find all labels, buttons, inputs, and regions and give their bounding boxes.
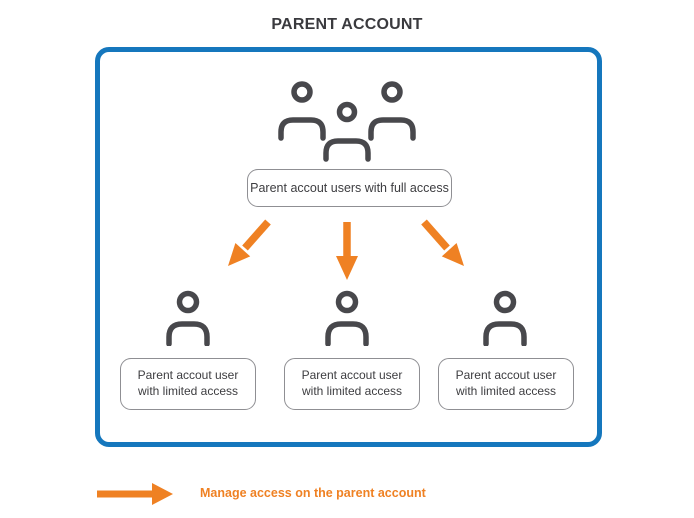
full-access-box: Parent accout users with full access (247, 169, 452, 207)
limited-access-box: Parent accout user with limited access (120, 358, 256, 410)
limited-access-label: Parent accout user with limited access (137, 368, 239, 398)
full-access-label: Parent accout users with full access (250, 180, 449, 195)
user-icon (483, 290, 527, 346)
arrow-down-icon (336, 222, 358, 280)
limited-access-box: Parent accout user with limited access (284, 358, 420, 410)
arrow-down-left-icon (228, 219, 271, 266)
limited-access-label: Parent accout user with limited access (455, 368, 557, 398)
users-group-icon (278, 81, 416, 162)
arrow-down-right-icon (421, 219, 464, 266)
limited-access-box: Parent accout user with limited access (438, 358, 574, 410)
arrow-right-icon (97, 483, 173, 505)
user-icon (325, 290, 369, 346)
legend: Manage access on the parent account (0, 478, 694, 510)
page-title: PARENT ACCOUNT (271, 16, 423, 33)
limited-access-label: Parent accout user with limited access (301, 368, 403, 398)
user-icon (166, 290, 210, 346)
legend-label: Manage access on the parent account (200, 486, 426, 500)
